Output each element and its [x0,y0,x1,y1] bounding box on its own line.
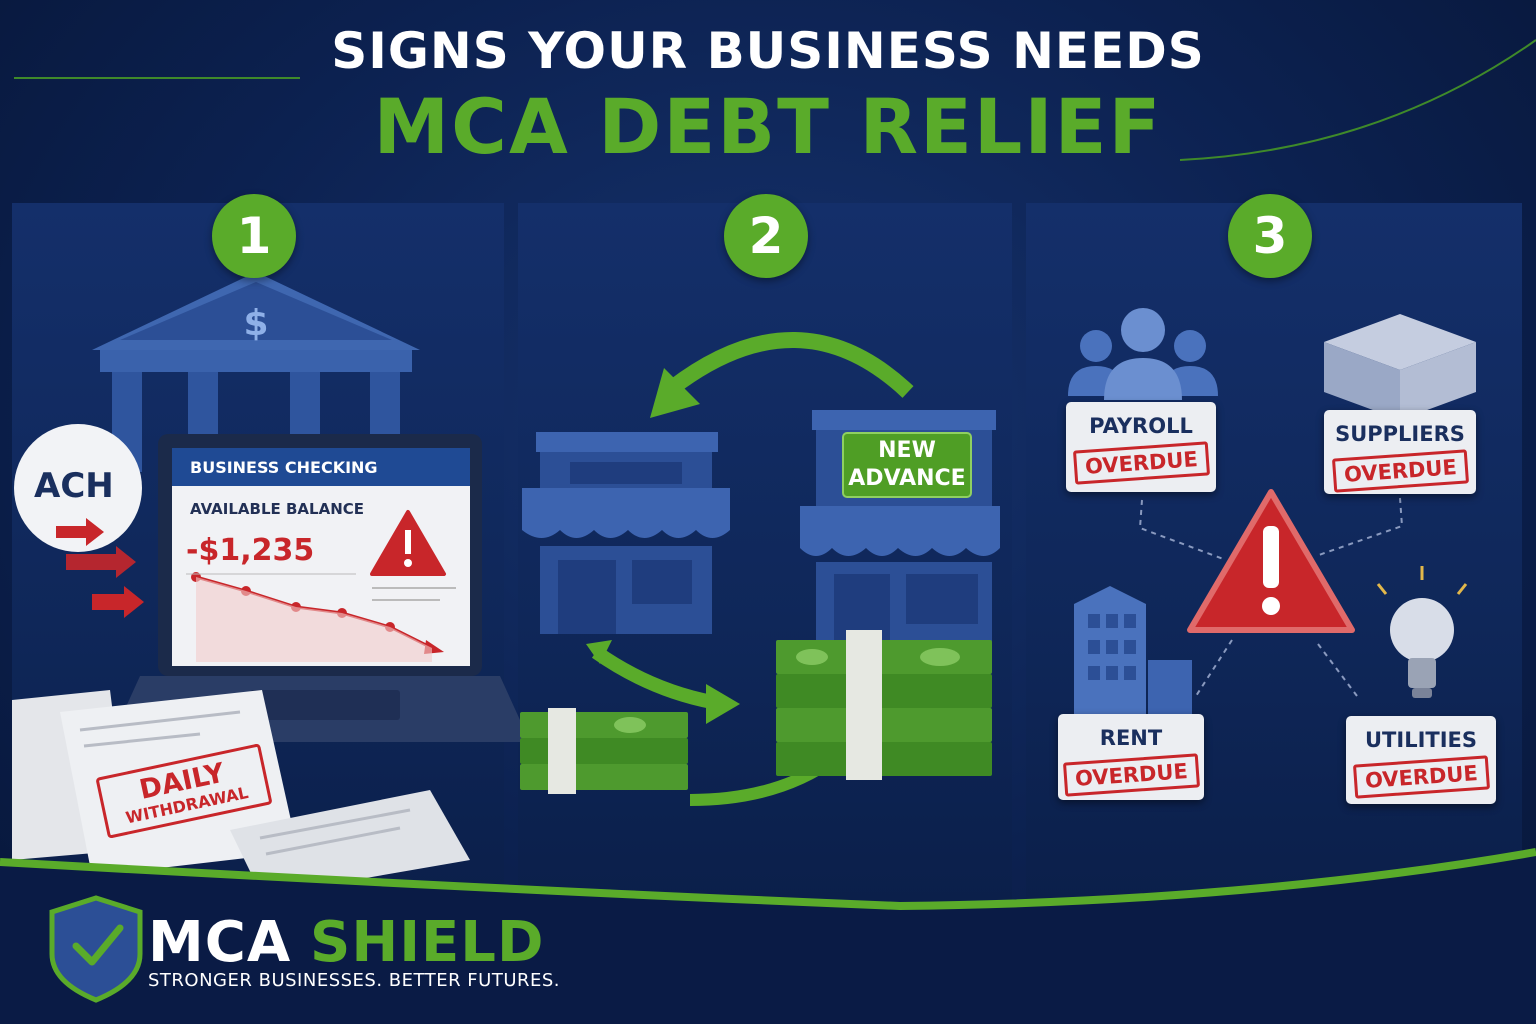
step-badge-2: 2 [724,194,808,278]
document-icon [12,690,470,896]
card-label: RENT [1099,726,1163,750]
page-title-line1: SIGNS YOUR BUSINESS NEEDS [331,22,1205,80]
card-label: PAYROLL [1089,414,1193,438]
balance-label: AVAILABLE BALANCE [190,500,365,518]
shield-check-icon [49,895,143,1003]
card-rent: RENT OVERDUE [1058,714,1204,800]
card-payroll: PAYROLL OVERDUE [1066,402,1216,492]
cash-stack-icon [776,630,992,780]
brand-tagline: STRONGER BUSINESSES. BETTER FUTURES. [148,970,561,991]
card-suppliers: SUPPLIERS OVERDUE [1324,410,1476,494]
balance-value: -$1,235 [186,533,315,568]
overdue-stamp: OVERDUE [1352,755,1490,799]
new-advance-sign: NEW ADVANCE [842,432,972,498]
laptop-icon [110,434,530,742]
people-icon [1068,308,1218,400]
arrow-right-icon [56,518,144,618]
svg-text:$: $ [243,303,268,344]
step-badge-1: 1 [212,194,296,278]
step-badge-3: 3 [1228,194,1312,278]
card-utilities: UTILITIES OVERDUE [1346,716,1496,804]
warning-icon [370,510,446,576]
cash-stack-icon [520,708,688,794]
footer-wave [0,848,1536,1024]
page-title-line2: MCA DEBT RELIEF [373,82,1163,171]
overdue-stamp: OVERDUE [1331,449,1469,493]
box-icon [1324,314,1476,420]
building-icon [1074,586,1192,714]
overdue-stamp: OVERDUE [1062,753,1200,797]
brand-name-mca: MCA [148,910,292,975]
overdue-stamp: OVERDUE [1072,441,1210,485]
storefront-icon [522,432,730,634]
warning-icon [1187,489,1355,633]
account-title: BUSINESS CHECKING [190,458,378,477]
connector-lines [1138,497,1404,701]
ach-circle [14,424,142,552]
ach-label: ACH [34,466,114,506]
lightbulb-icon [1376,566,1468,698]
card-label: SUPPLIERS [1335,422,1465,446]
card-label: UTILITIES [1365,728,1477,752]
brand-name-shield: SHIELD [310,910,545,975]
